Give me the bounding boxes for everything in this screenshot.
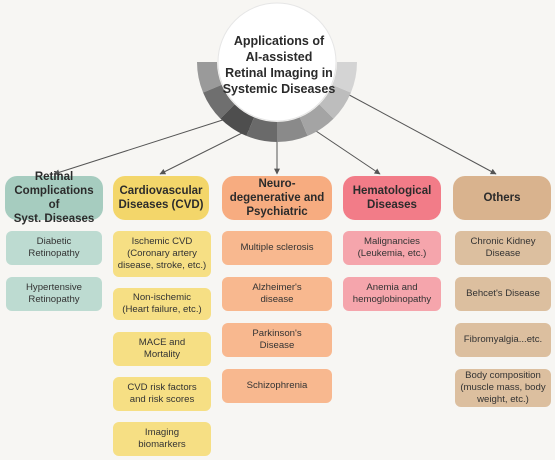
item-line: disease, stroke, etc.) bbox=[117, 260, 207, 271]
item-line: CVD risk factors bbox=[127, 382, 197, 393]
fibromyalgia-box: Fibromyalgia...etc. bbox=[455, 323, 551, 357]
anemia-box: Anemia and hemoglobinopathy bbox=[343, 277, 441, 311]
non-ischemic-box: Non-ischemic (Heart failure, etc.) bbox=[113, 288, 211, 320]
item-line: Non-ischemic bbox=[132, 292, 192, 303]
header-line: Neuro- bbox=[258, 178, 296, 190]
center-title-line: AI-assisted bbox=[245, 50, 313, 64]
hematological-header: Hematological Diseases bbox=[343, 176, 441, 220]
header-line: Syst. Diseases bbox=[13, 213, 95, 225]
item-line: Alzheimer's bbox=[252, 282, 302, 293]
cvd-risk-factors-box: CVD risk factors and risk scores bbox=[113, 377, 211, 411]
ring-segment-1 bbox=[197, 62, 222, 93]
item-line: Ischemic CVD bbox=[131, 236, 193, 247]
item-line: Imaging bbox=[144, 427, 180, 438]
item-line: Disease bbox=[259, 340, 295, 351]
item-line: biomarkers bbox=[138, 439, 186, 450]
item-line: Behcet's Disease bbox=[466, 288, 540, 299]
ring-segment-8 bbox=[332, 62, 357, 93]
header-line: Hematological bbox=[352, 185, 432, 197]
ring-segment-5 bbox=[277, 117, 308, 142]
item-line: Fibromyalgia...etc. bbox=[463, 334, 543, 345]
item-line: Diabetic bbox=[36, 236, 72, 247]
imaging-biomarkers-box: Imaging biomarkers bbox=[113, 422, 211, 456]
item-line: weight, etc.) bbox=[477, 394, 529, 405]
arrow-to-cardiovascular bbox=[159, 126, 255, 175]
chronic-kidney-box: Chronic Kidney Disease bbox=[455, 231, 551, 265]
center-circle bbox=[217, 2, 337, 122]
center-title-line: Applications of bbox=[233, 34, 325, 48]
parkinsons-box: Parkinson's Disease bbox=[222, 323, 332, 357]
ring-segment-4 bbox=[246, 117, 277, 142]
item-line: MACE and bbox=[138, 337, 186, 348]
item-line: Disease bbox=[485, 248, 521, 259]
header-line: Others bbox=[483, 192, 521, 204]
ring-segment-6 bbox=[299, 104, 334, 136]
arrow-to-retinal bbox=[53, 116, 233, 176]
ischemic-cvd-box: Ischemic CVD (Coronary artery disease, s… bbox=[113, 231, 211, 277]
cardiovascular-header: Cardiovascular Diseases (CVD) bbox=[113, 176, 209, 220]
center-title-line: Systemic Diseases bbox=[222, 82, 336, 96]
malignancies-box: Malignancies (Leukemia, etc.) bbox=[343, 231, 441, 265]
header-line: Cardiovascular bbox=[119, 185, 203, 197]
body-composition-box: Body composition (muscle mass, body weig… bbox=[455, 369, 551, 407]
center-title: Applications of AI-assisted Retinal Imag… bbox=[222, 20, 336, 110]
item-line: Malignancies bbox=[363, 236, 420, 247]
mace-mortality-box: MACE and Mortality bbox=[113, 332, 211, 366]
item-line: and risk scores bbox=[129, 394, 195, 405]
alzheimers-box: Alzheimer's disease bbox=[222, 277, 332, 311]
center-ring bbox=[197, 2, 357, 142]
header-line: Retinal bbox=[34, 171, 74, 183]
item-line: Body composition bbox=[465, 370, 541, 381]
ring-segment-7 bbox=[319, 84, 351, 119]
item-line: (muscle mass, body bbox=[460, 382, 546, 393]
item-line: Parkinson's bbox=[252, 328, 302, 339]
ring-segment-2 bbox=[203, 84, 235, 119]
item-line: hemoglobinopathy bbox=[352, 294, 432, 305]
schizophrenia-box: Schizophrenia bbox=[222, 369, 332, 403]
item-line: Retinopathy bbox=[28, 294, 80, 305]
header-line: Complications of bbox=[14, 185, 94, 211]
header-line: degenerative and bbox=[229, 192, 325, 204]
item-line: Hypertensive bbox=[26, 282, 82, 293]
item-line: Chronic Kidney bbox=[470, 236, 536, 247]
ring-segment-3 bbox=[220, 104, 255, 136]
multiple-sclerosis-box: Multiple sclerosis bbox=[222, 231, 332, 265]
item-line: Schizophrenia bbox=[246, 380, 308, 391]
item-line: (Heart failure, etc.) bbox=[122, 304, 202, 315]
item-line: (Coronary artery bbox=[127, 248, 197, 259]
diabetic-retinopathy-box: Diabetic Retinopathy bbox=[6, 231, 102, 265]
item-line: Retinopathy bbox=[28, 248, 80, 259]
item-line: Multiple sclerosis bbox=[240, 242, 314, 253]
item-line: Mortality bbox=[143, 349, 181, 360]
header-line: Diseases bbox=[367, 199, 417, 211]
retinal-complications-header: Retinal Complications of Syst. Diseases bbox=[5, 171, 103, 225]
center-title-line: Retinal Imaging in bbox=[225, 66, 333, 80]
others-header: Others bbox=[453, 176, 551, 220]
hypertensive-retinopathy-box: Hypertensive Retinopathy bbox=[6, 277, 102, 311]
neuro-psychiatric-header: Neuro- degenerative and Psychiatric bbox=[222, 176, 332, 220]
connector-arrows bbox=[53, 89, 497, 176]
header-line: Diseases (CVD) bbox=[118, 199, 204, 211]
arrow-to-hematological bbox=[309, 126, 381, 175]
behcets-box: Behcet's Disease bbox=[455, 277, 551, 311]
item-line: (Leukemia, etc.) bbox=[357, 248, 427, 259]
item-line: Anemia and bbox=[366, 282, 418, 293]
item-line: disease bbox=[260, 294, 294, 305]
arrow-to-others bbox=[339, 89, 497, 175]
header-line: Psychiatric bbox=[246, 206, 308, 218]
